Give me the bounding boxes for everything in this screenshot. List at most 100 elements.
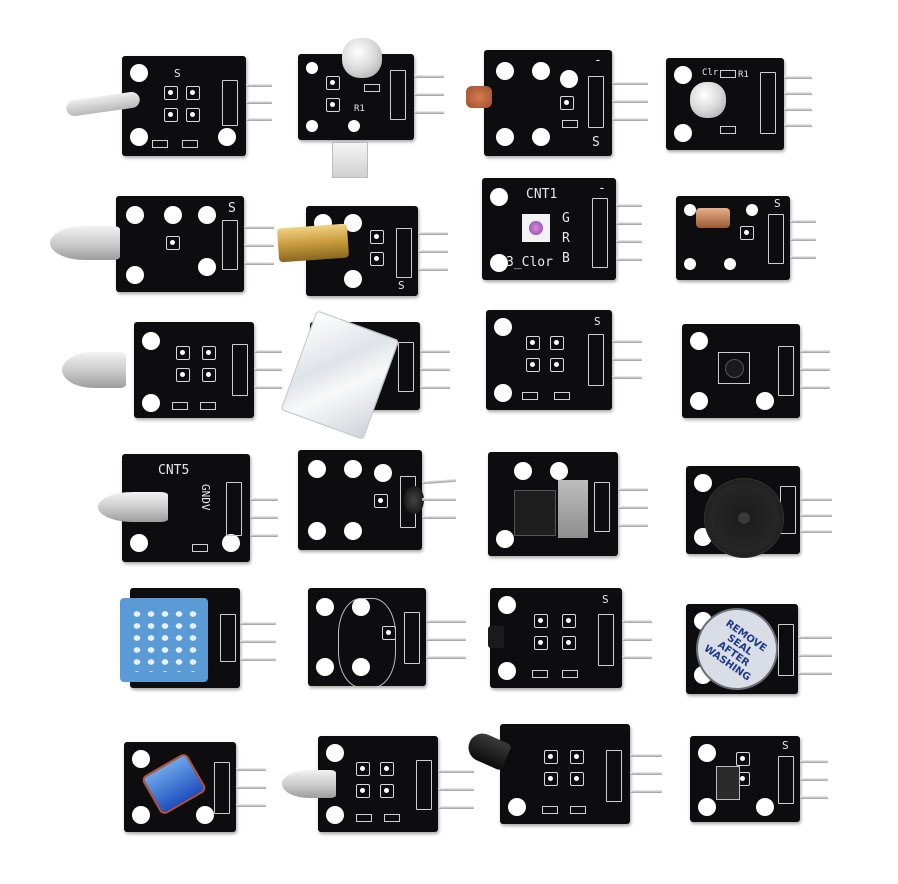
solder-pad xyxy=(186,108,200,122)
mount-hole xyxy=(690,392,708,410)
header-pin xyxy=(612,82,648,85)
smd-resistor xyxy=(562,670,578,678)
header-pin xyxy=(240,622,276,625)
silk-r: R xyxy=(562,231,570,246)
solder-pad xyxy=(544,750,558,764)
header-pin xyxy=(438,770,474,773)
header-pin xyxy=(426,656,466,659)
solder-pad xyxy=(374,494,388,508)
header-pin xyxy=(414,75,444,78)
solder-pad xyxy=(164,86,178,100)
pin-header xyxy=(768,214,784,264)
pin-header xyxy=(778,624,794,676)
pin-header xyxy=(226,482,242,536)
pin-header xyxy=(592,198,608,268)
smd-resistor xyxy=(532,670,548,678)
mount-hole xyxy=(514,462,532,480)
dht11-sensor xyxy=(120,598,208,682)
module-single-led xyxy=(318,736,438,832)
header-pin xyxy=(250,516,278,519)
header-pin xyxy=(800,530,832,533)
header-pin xyxy=(240,658,276,661)
silk-s: S xyxy=(602,593,609,606)
mount-hole xyxy=(308,460,326,478)
ir-receiver-led xyxy=(98,492,168,522)
smd-resistor xyxy=(384,814,400,822)
mount-hole xyxy=(746,204,758,216)
header-pin xyxy=(420,386,450,389)
header-pin xyxy=(800,514,832,517)
mount-hole xyxy=(490,254,508,272)
solder-pad xyxy=(562,636,576,650)
solder-pad xyxy=(202,368,216,382)
mount-hole xyxy=(164,206,182,224)
pin-header xyxy=(598,614,614,666)
mount-hole xyxy=(698,744,716,762)
copper-sensor-head xyxy=(696,208,730,228)
mount-hole xyxy=(698,798,716,816)
header-pin xyxy=(612,376,642,379)
header-pin xyxy=(244,226,274,229)
pin-header xyxy=(222,220,238,270)
solder-pad xyxy=(370,230,384,244)
pin-header xyxy=(760,72,776,134)
spring-switch xyxy=(716,766,740,800)
mount-hole xyxy=(196,806,214,824)
solder-pad xyxy=(186,86,200,100)
smd-resistor xyxy=(356,814,372,822)
header-pin xyxy=(630,772,662,775)
mount-hole xyxy=(218,128,236,146)
module-ir-emitter: S xyxy=(116,196,244,292)
smd-resistor xyxy=(182,140,198,148)
mount-hole xyxy=(198,258,216,276)
mount-hole xyxy=(550,462,568,480)
rgb-led-dome xyxy=(690,82,726,118)
header-pin xyxy=(616,222,642,225)
header-pin xyxy=(246,118,272,121)
grey-block xyxy=(558,480,588,538)
mount-hole xyxy=(306,62,318,74)
smd-resistor xyxy=(554,392,570,400)
header-pin xyxy=(418,250,448,253)
mount-hole xyxy=(494,384,512,402)
mount-hole xyxy=(344,522,362,540)
header-pin xyxy=(798,636,832,639)
header-pin xyxy=(422,516,456,519)
slot-housing xyxy=(514,490,556,536)
module-knock-sensor: S xyxy=(690,736,800,822)
header-pin xyxy=(800,760,828,763)
switch-wire-loop xyxy=(338,598,396,688)
mount-hole xyxy=(316,658,334,676)
mount-hole xyxy=(316,598,334,616)
solder-pad xyxy=(326,98,340,112)
silk-cnt1: CNT1 xyxy=(526,187,558,202)
mount-hole xyxy=(532,128,550,146)
led-5mm xyxy=(282,770,336,798)
solder-pad xyxy=(356,762,370,776)
mount-hole xyxy=(130,534,148,552)
module-reed-switch: S xyxy=(122,56,246,156)
header-pin xyxy=(800,778,828,781)
pin-header xyxy=(778,346,794,396)
header-pin xyxy=(790,238,816,241)
pin-header xyxy=(396,228,412,278)
module-rgb-led: Clr R1 xyxy=(666,58,784,150)
mount-hole xyxy=(348,120,360,132)
header-pin xyxy=(622,656,652,659)
mount-hole xyxy=(344,214,362,232)
mount-hole xyxy=(490,188,508,206)
silk-s: S xyxy=(174,67,181,80)
mount-hole xyxy=(674,124,692,142)
module-photo-transistor: S xyxy=(676,196,790,280)
header-pin xyxy=(622,620,652,623)
mount-hole xyxy=(684,204,696,216)
header-pin xyxy=(798,672,832,675)
smd-resistor xyxy=(522,392,538,400)
mount-hole xyxy=(674,66,692,84)
silk-s: S xyxy=(774,197,781,210)
mount-hole xyxy=(494,318,512,336)
mount-hole xyxy=(496,128,514,146)
smd-resistor xyxy=(562,120,578,128)
pin-header xyxy=(588,334,604,386)
